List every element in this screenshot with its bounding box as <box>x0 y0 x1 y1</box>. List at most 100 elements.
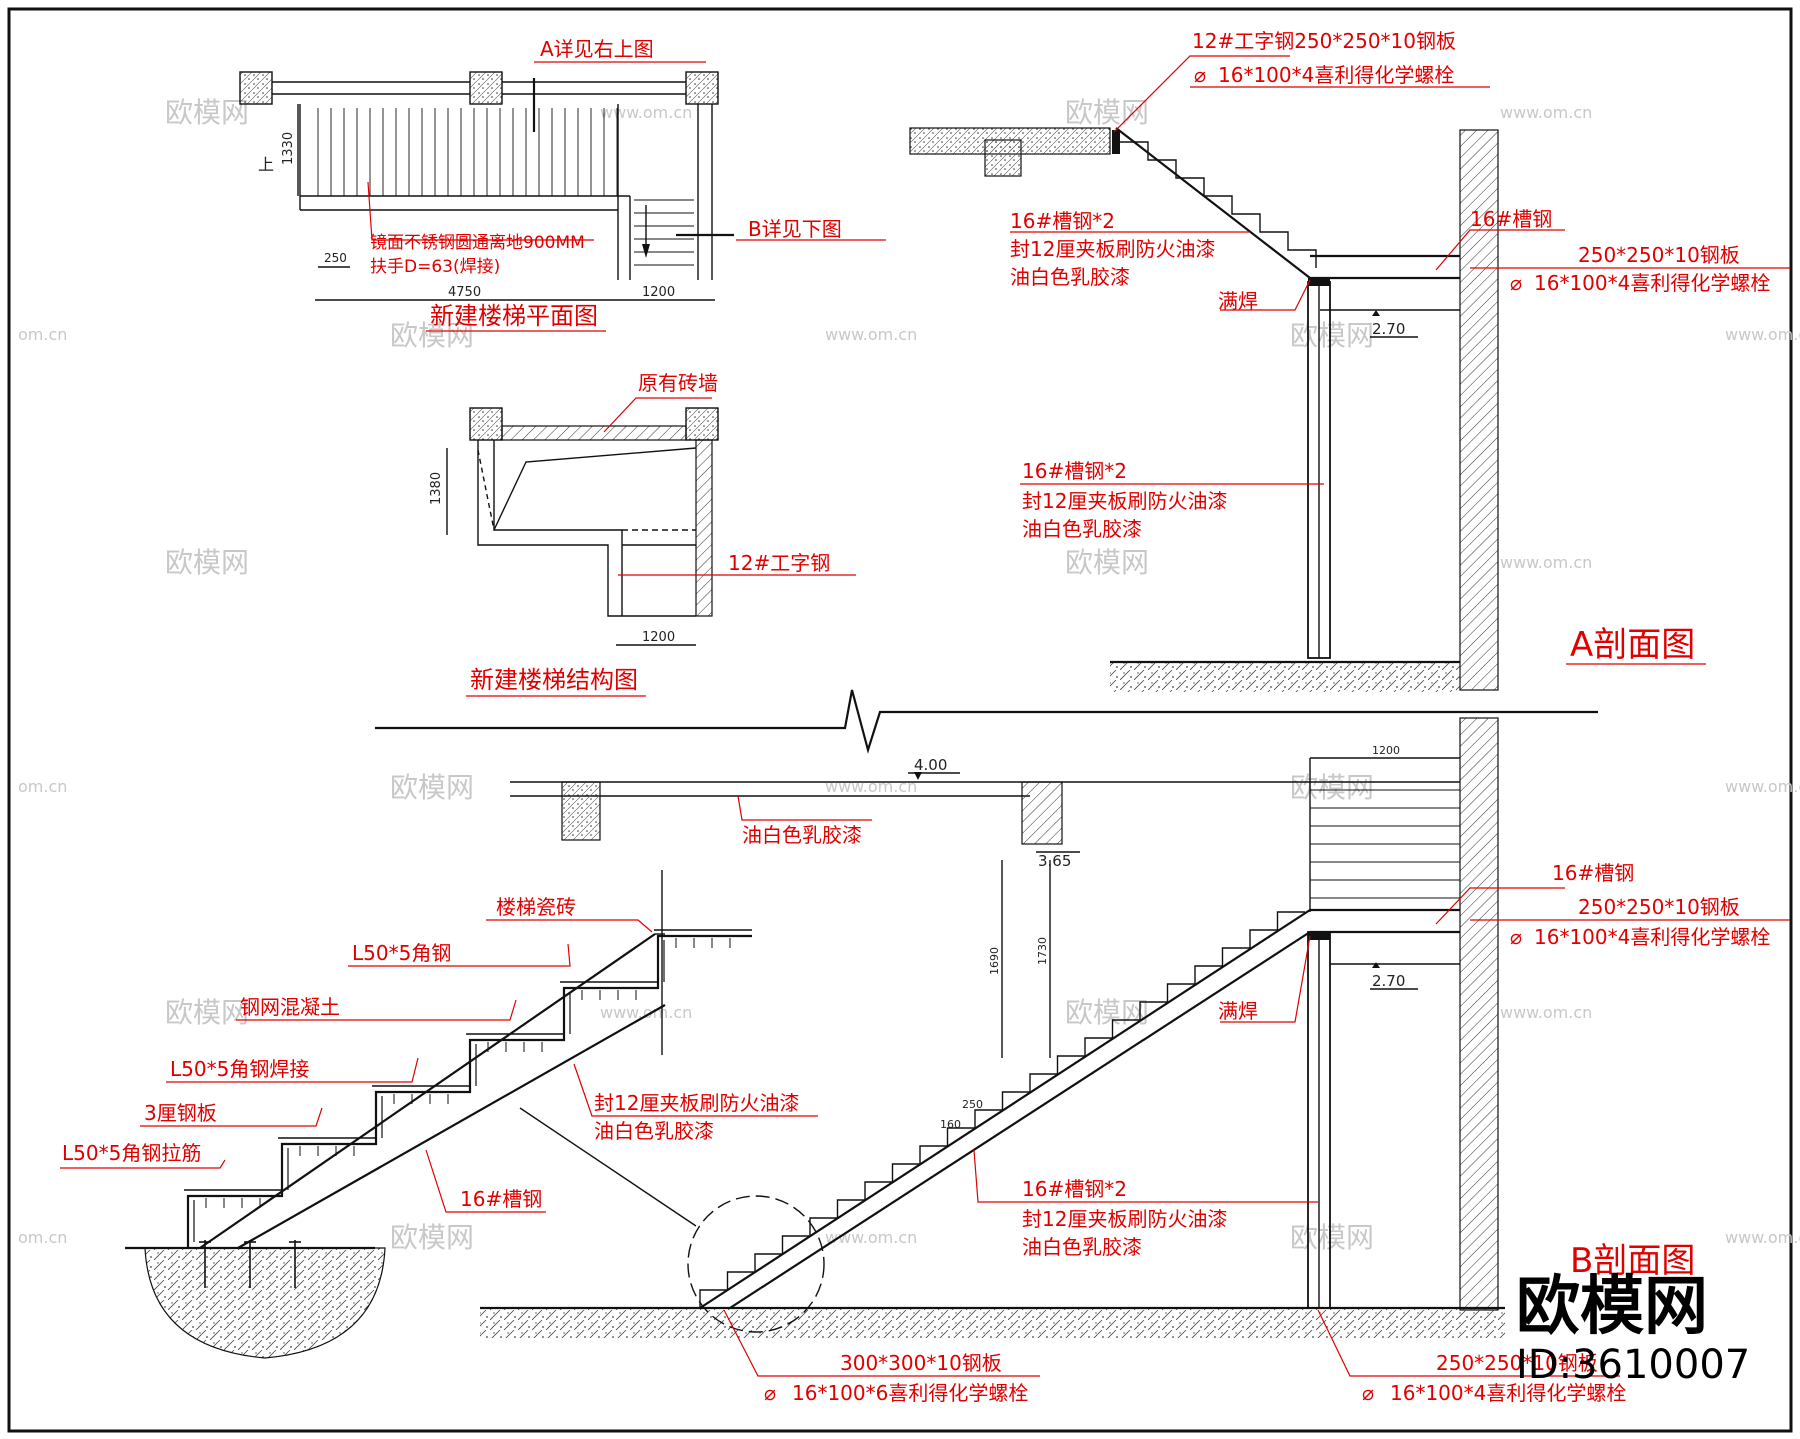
watermark-layer: 欧模网 欧模网 欧模网 欧模网 欧模网 欧模网 欧模网 欧模网 欧模网 欧模网 … <box>18 96 1800 1254</box>
structure-side-wall <box>695 439 713 617</box>
section-a-top-ibeam: 12#工字钢250*250*10钢板 <box>1192 29 1456 53</box>
section-b: 4.00 3.65 油白色乳胶漆 1200 1690 1730 160 250 … <box>480 717 1790 1405</box>
section-a-board-label: 封12厘夹板刷防火油漆 <box>1010 237 1215 261</box>
plan-column <box>239 71 273 105</box>
stair-structure: 1380 1200 原有砖墙 12#工字钢 新建楼梯结构图 <box>429 371 856 697</box>
watermark-url: www.om.cn <box>1725 777 1800 796</box>
section-a-phi: ⌀ <box>1194 63 1206 87</box>
detail-paint-label: 油白色乳胶漆 <box>594 1119 714 1143</box>
watermark-logo: 欧模网 <box>1290 771 1374 804</box>
watermark-logo: 欧模网 <box>1065 546 1149 579</box>
plan-handrail-spec: 扶手D=63(焊接) <box>370 257 500 277</box>
watermark-url: www.om.cn <box>1500 1003 1592 1022</box>
structure-dim-1200: 1200 <box>642 630 675 645</box>
detail-board-label: 封12厘夹板刷防火油漆 <box>594 1091 799 1115</box>
watermark-logo: 欧模网 <box>165 546 249 579</box>
section-a-top-bolt: 16*100*4喜利得化学螺栓 <box>1218 63 1454 87</box>
plan-dim-1200: 1200 <box>642 285 675 300</box>
section-b-phi: ⌀ <box>1362 1381 1374 1405</box>
structure-title: 新建楼梯结构图 <box>470 666 638 694</box>
plan-dim-1330: 1330 <box>281 132 296 165</box>
watermark-logo: 欧模网 <box>390 771 474 804</box>
section-a-elev: 2.70 <box>1372 320 1405 338</box>
plan-treads <box>317 108 618 196</box>
detail-stair-profile <box>186 934 752 1248</box>
section-b-phi: ⌀ <box>1510 925 1522 949</box>
watermark-url: www.om.cn <box>1725 325 1800 344</box>
section-b-elev: 2.70 <box>1372 972 1405 990</box>
brand-watermark: 欧模网 <box>1516 1270 1708 1344</box>
structure-dim-1380: 1380 <box>429 472 444 505</box>
section-a-wall <box>1459 129 1499 691</box>
section-b-dim-1690: 1690 <box>988 947 1001 975</box>
section-b-channel16: 16#槽钢 <box>1552 861 1634 885</box>
watermark-url: om.cn <box>18 1228 67 1247</box>
section-a-weld-label: 满焊 <box>1218 289 1258 313</box>
detail-mesh-label: 钢网混凝土 <box>240 995 340 1019</box>
watermark-url: www.om.cn <box>825 777 917 796</box>
plan-detail-a: A详见右上图 <box>540 37 654 61</box>
section-a-title: A剖面图 <box>1570 625 1695 665</box>
section-b-weld: 满焊 <box>1218 999 1258 1023</box>
section-b-wall <box>1459 717 1499 1311</box>
section-a-col-channel: 16#槽钢*2 <box>1022 459 1127 483</box>
section-b-title: B剖面图 <box>1570 1241 1695 1281</box>
watermark-logo: 欧模网 <box>390 1221 474 1254</box>
tread-detail: 楼梯瓷砖 L50*5角钢 钢网混凝土 L50*5角钢焊接 3厘钢板 L50*5角… <box>60 870 818 1359</box>
section-b-phi: ⌀ <box>764 1381 776 1405</box>
section-b-landing-lines <box>1310 789 1460 899</box>
plan-title: 新建楼梯平面图 <box>430 302 598 330</box>
plan-landing-treads <box>634 199 694 266</box>
section-a-col-paint: 油白色乳胶漆 <box>1022 517 1142 541</box>
section-b-base-plate: 300*300*10钢板 <box>840 1351 1002 1375</box>
detail-callout-circle <box>687 1195 825 1333</box>
watermark-url: www.om.cn <box>825 325 917 344</box>
structure-column <box>685 407 719 441</box>
plan-handrail-label: 镜面不锈钢圆通离地900MM <box>370 233 585 253</box>
structure-brick-label: 原有砖墙 <box>638 371 718 395</box>
detail-foundation <box>144 1247 386 1359</box>
detail-plate3-label: 3厘钢板 <box>144 1101 217 1125</box>
section-b-dim-1200: 1200 <box>1372 744 1400 757</box>
watermark-logo: 欧模网 <box>1290 1221 1374 1254</box>
section-b-elev-top: 4.00 <box>914 756 947 774</box>
plan-dim-4750: 4750 <box>448 285 481 300</box>
detail-angle-weld-label: L50*5角钢焊接 <box>170 1057 309 1081</box>
section-b-beam <box>1021 781 1063 845</box>
section-a-beam <box>984 139 1022 177</box>
detail-tile-label: 楼梯瓷砖 <box>496 895 576 919</box>
section-b-elev-beam: 3.65 <box>1038 852 1071 870</box>
detail-channel-label: 16#槽钢 <box>460 1187 542 1211</box>
plan-column <box>685 71 719 105</box>
structure-ibeam-label: 12#工字钢 <box>728 551 830 575</box>
plan-detail-b: B详见下图 <box>748 217 842 241</box>
watermark-url: www.om.cn <box>1500 553 1592 572</box>
brand-id: ID:3610007 <box>1516 1342 1750 1388</box>
detail-angle-label: L50*5角钢 <box>352 941 451 965</box>
section-b-dim-160: 160 <box>940 1118 961 1131</box>
watermark-logo: 欧模网 <box>1290 319 1374 352</box>
detail-anchor-bolts <box>199 1240 301 1288</box>
stair-plan: 上 1330 250 4750 1200 A详见右上图 B详见下图 镜面不锈钢圆… <box>239 37 886 332</box>
structure-brick-wall <box>501 425 687 441</box>
sheet-frame <box>7 7 1793 1433</box>
section-b-beam <box>561 781 601 841</box>
section-a-paint-label: 油白色乳胶漆 <box>1010 265 1130 289</box>
watermark-logo: 欧模网 <box>165 996 249 1029</box>
section-b-paint: 油白色乳胶漆 <box>742 823 862 847</box>
watermark-url: om.cn <box>18 325 67 344</box>
section-b-plate: 250*250*10钢板 <box>1578 895 1740 919</box>
section-a-phi: ⌀ <box>1510 271 1522 295</box>
section-b-stringer-board: 封12厘夹板刷防火油漆 <box>1022 1207 1227 1231</box>
watermark-url: om.cn <box>18 777 67 796</box>
section-b-stringer: 16#槽钢*2 <box>1022 1177 1127 1201</box>
watermark-url: www.om.cn <box>1725 1228 1800 1247</box>
plan-up-label: 上 <box>258 155 274 174</box>
detail-angle-tie-label: L50*5角钢拉筋 <box>62 1141 201 1165</box>
section-a-col-board: 封12厘夹板刷防火油漆 <box>1022 489 1227 513</box>
section-a-bolt: 16*100*4喜利得化学螺栓 <box>1534 271 1770 295</box>
section-a-channel-label: 16#槽钢*2 <box>1010 209 1115 233</box>
plan-dim-250: 250 <box>324 251 347 265</box>
